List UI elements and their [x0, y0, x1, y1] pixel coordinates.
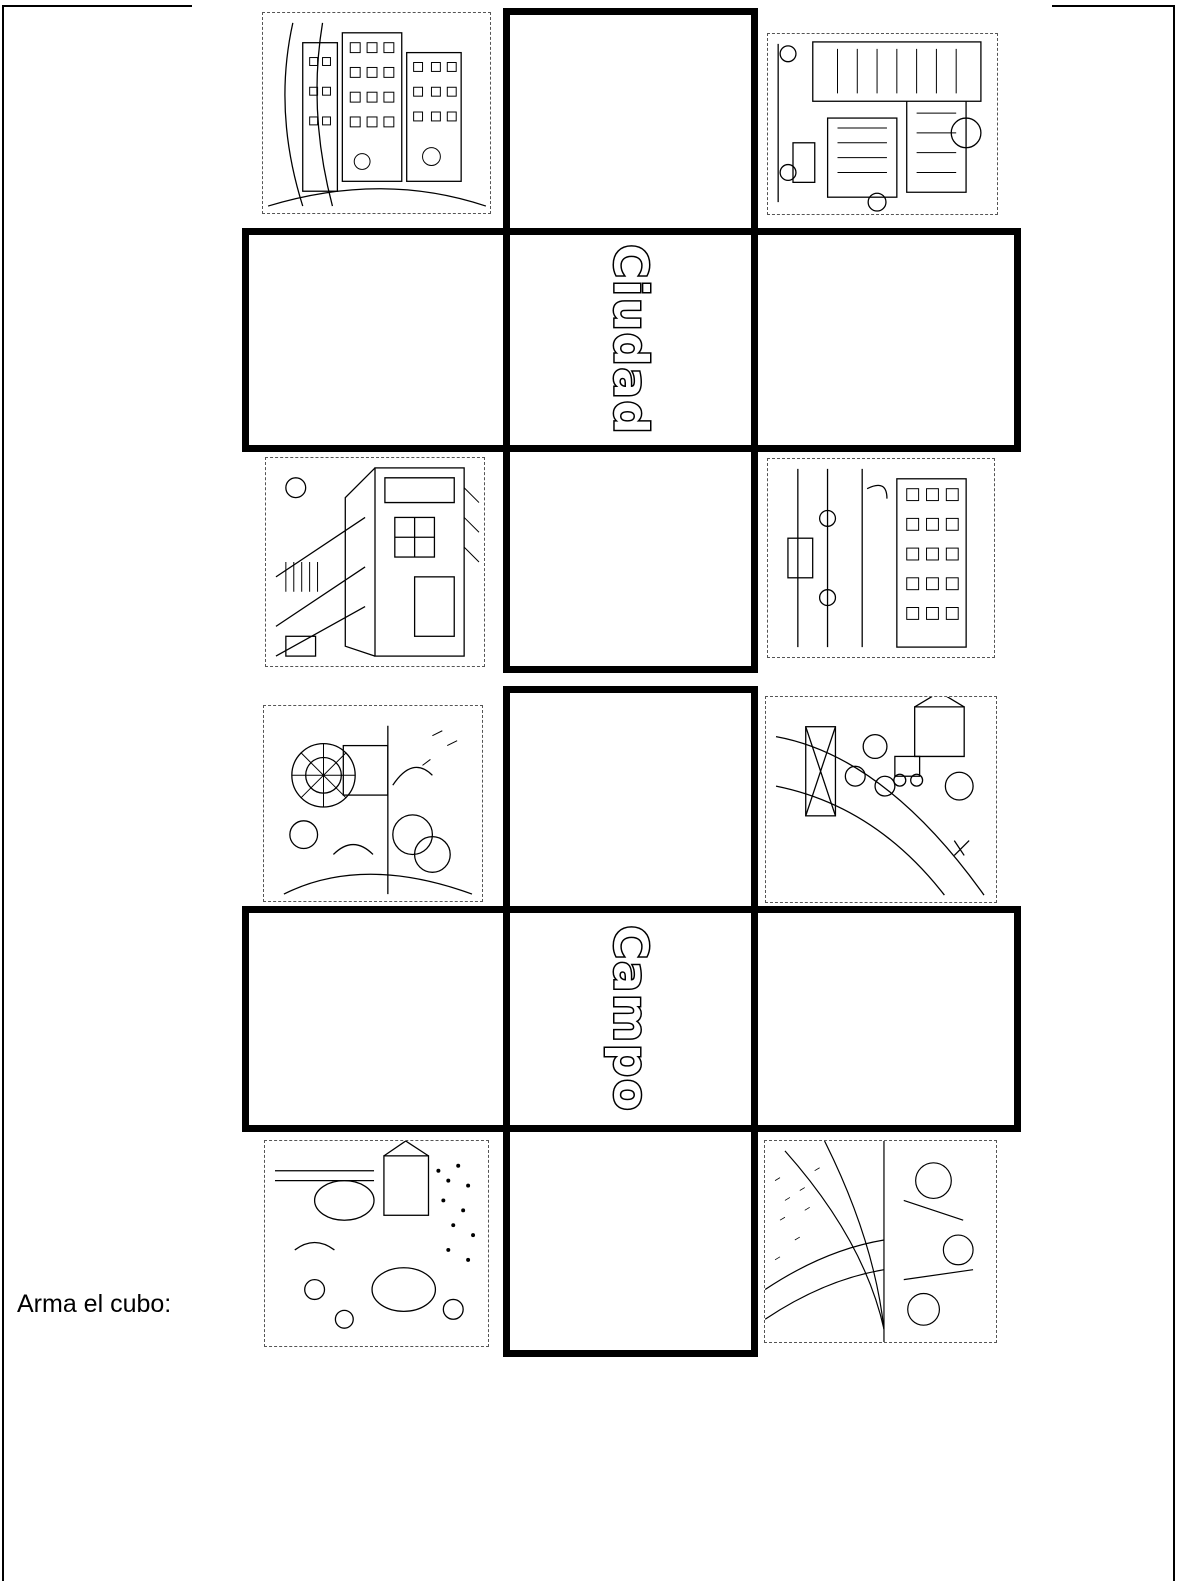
country-road-picture: [764, 1140, 997, 1343]
cube-face-right: [751, 906, 1021, 1132]
farm-fields-icon: [766, 697, 996, 902]
country-road-icon: [765, 1141, 996, 1342]
city-buildings-icon: [263, 13, 490, 213]
apartments-icon: [768, 459, 994, 657]
city-buildings-picture: [262, 12, 491, 214]
page-border-top-left: [2, 5, 192, 7]
page-border-top-right: [1052, 5, 1175, 7]
cube-face-left: [242, 228, 511, 452]
page-border-left: [2, 5, 4, 1581]
tractor-picture: [263, 705, 483, 902]
factory-picture: [265, 457, 485, 667]
cube-face-top: [503, 8, 758, 235]
instruction-text: Arma el cubo:: [17, 1289, 171, 1319]
cube-face-left: [242, 906, 511, 1132]
cube-face-bottom: [503, 445, 758, 673]
campo-label: Campo: [603, 925, 657, 1112]
city-street-picture: [767, 33, 998, 215]
farm-animals-picture: [264, 1140, 489, 1347]
cube-label-ciudad: Ciudad: [510, 235, 751, 445]
cube-face-bottom: [503, 1125, 758, 1357]
cube-face-right: [751, 228, 1021, 452]
farm-fields-picture: [765, 696, 997, 903]
page-border-right: [1173, 5, 1175, 1581]
apartments-picture: [767, 458, 995, 658]
ciudad-label: Ciudad: [603, 244, 657, 435]
cube-label-campo: Campo: [510, 913, 751, 1125]
city-street-icon: [768, 34, 997, 214]
cube-face-top: [503, 686, 758, 913]
tractor-icon: [264, 706, 482, 901]
farm-animals-icon: [265, 1141, 488, 1346]
factory-icon: [266, 458, 484, 666]
